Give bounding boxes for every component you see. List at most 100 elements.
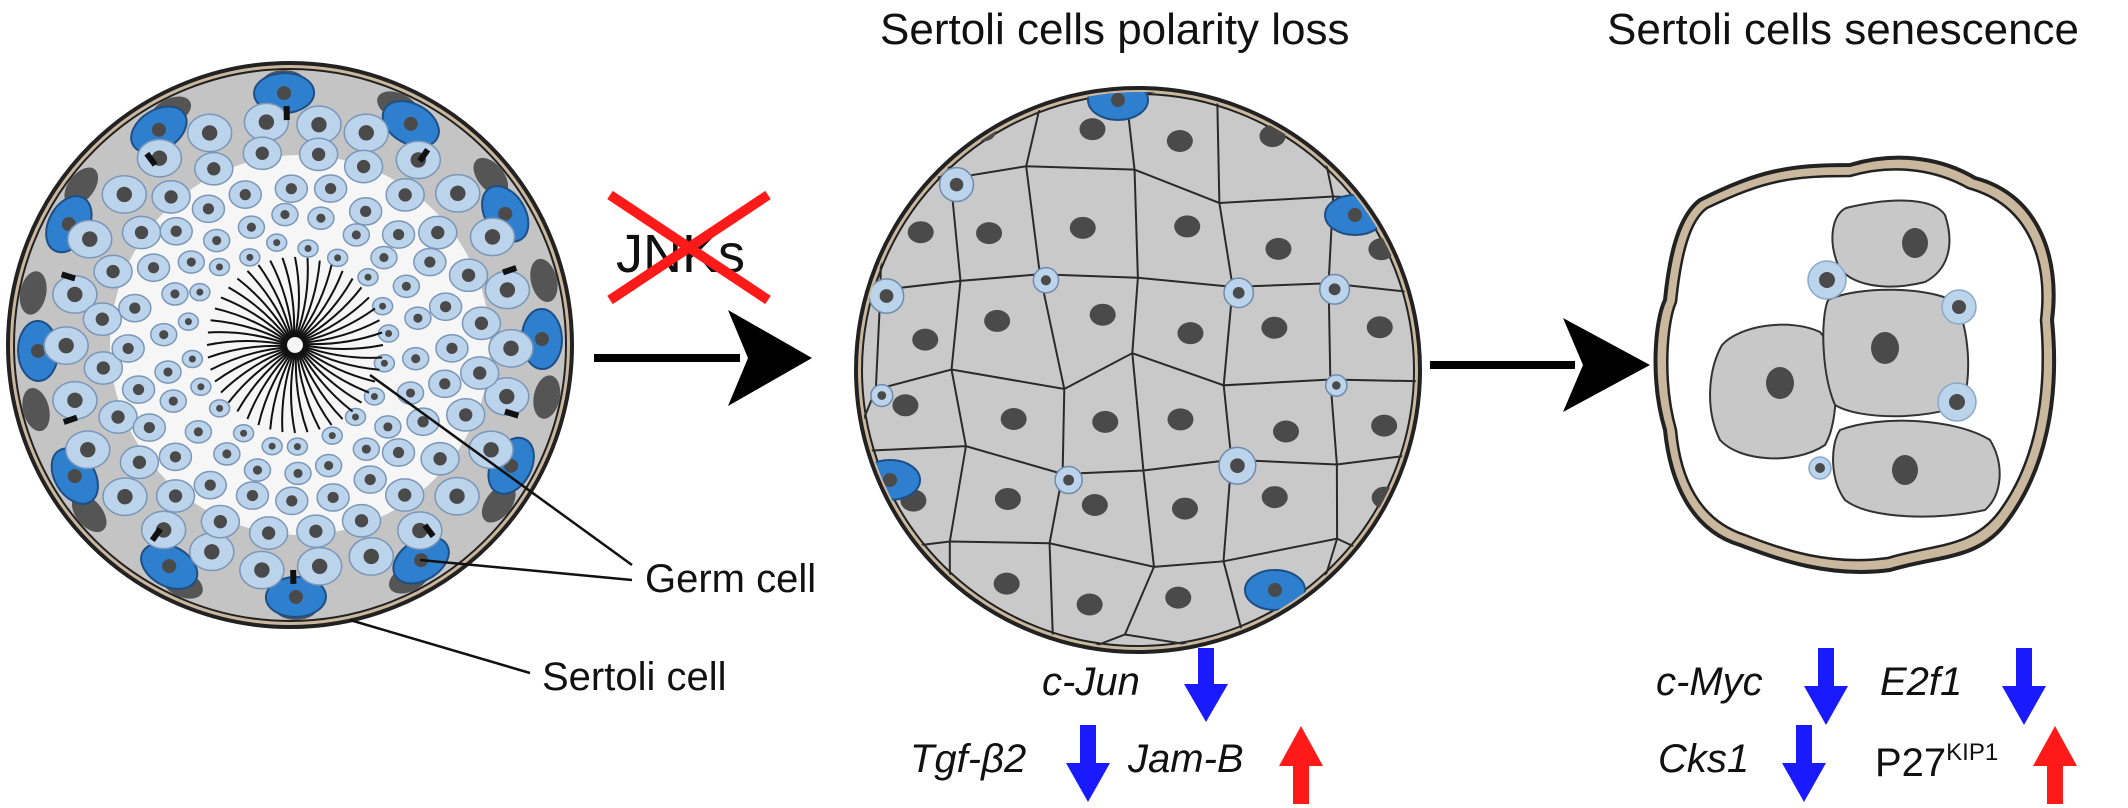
cell-boundary bbox=[1124, 97, 1155, 635]
germ-cell-nucleus bbox=[132, 383, 145, 396]
germ-cell-nucleus bbox=[213, 515, 228, 529]
germ-cell-nucleus bbox=[204, 544, 220, 560]
germ-cell-label: Germ cell bbox=[645, 557, 816, 601]
junction-ladder bbox=[149, 527, 163, 543]
germ-cell-nucleus bbox=[879, 289, 894, 303]
junction-ladder bbox=[144, 151, 158, 167]
basal-cell-nucleus bbox=[1348, 208, 1362, 222]
germ-cell-nucleus bbox=[67, 286, 83, 303]
germ-cell-nucleus bbox=[379, 302, 387, 310]
sertoli-nucleus bbox=[886, 574, 913, 597]
sperm-tail bbox=[257, 264, 293, 338]
junction-ladder bbox=[417, 147, 431, 163]
sertoli-nucleus bbox=[1092, 410, 1119, 433]
germ-cell-nucleus bbox=[186, 257, 196, 267]
normal-tubule: Germ cell Sertoli cell bbox=[6, 61, 816, 699]
germ-cell-nucleus bbox=[380, 359, 388, 367]
germ-cell-nucleus bbox=[1332, 381, 1341, 390]
germ-cell-nucleus bbox=[304, 245, 312, 253]
sperm-tail bbox=[295, 257, 309, 338]
gene-e2f1: E2f1 bbox=[1880, 660, 1962, 704]
sperm-tail bbox=[302, 331, 383, 346]
sperm-tail bbox=[300, 286, 363, 341]
junction-ladder bbox=[502, 265, 518, 276]
c-myc-down-arrow bbox=[1804, 648, 1848, 725]
germ-cell-nucleus bbox=[379, 253, 389, 263]
gene-c-jun: c-Jun bbox=[1042, 660, 1140, 704]
germ-cell-nucleus bbox=[449, 488, 465, 504]
sperm-tail bbox=[281, 257, 296, 338]
germ-cell-nucleus bbox=[170, 289, 180, 299]
germ-cell-nucleus bbox=[134, 225, 149, 240]
germ-cell-pointer-1 bbox=[369, 373, 633, 567]
germ-cell-nucleus bbox=[503, 340, 519, 357]
germ-cell-nucleus bbox=[202, 203, 215, 215]
jam-b-up-arrow bbox=[1279, 726, 1323, 804]
sertoli-nucleus bbox=[1076, 593, 1103, 616]
germ-cell-nucleus bbox=[188, 355, 196, 363]
sperm-tail bbox=[294, 256, 300, 338]
jnk-knockout: JNKs bbox=[607, 190, 771, 305]
senescence-title: Sertoli cells senescence bbox=[1607, 5, 2079, 54]
germ-cell-nucleus bbox=[392, 446, 405, 459]
germ-cell-nucleus bbox=[147, 262, 160, 274]
residual-germ-cells-right bbox=[1807, 260, 1977, 480]
germ-cell-nucleus bbox=[1232, 286, 1245, 299]
sertoli-nucleus bbox=[1171, 497, 1198, 520]
sertoli-nucleus bbox=[984, 309, 1011, 332]
sperm-tail bbox=[297, 352, 333, 426]
sertoli-nucleus bbox=[1361, 577, 1388, 600]
sperm-tail bbox=[246, 351, 292, 420]
germ-cell-nucleus bbox=[129, 302, 141, 314]
germ-cell-nucleus bbox=[80, 441, 96, 458]
sperm-tail bbox=[228, 286, 290, 341]
sperm-tail bbox=[298, 270, 344, 339]
germ-cell-nucleus bbox=[1230, 458, 1245, 474]
germ-cell-nucleus bbox=[122, 342, 134, 355]
germ-cell-nucleus bbox=[356, 159, 371, 174]
sertoli-nucleus bbox=[1081, 493, 1108, 516]
germ-cell-nucleus bbox=[324, 461, 334, 471]
germ-cell-nucleus bbox=[215, 263, 223, 271]
sertoli-nucleus bbox=[1261, 316, 1288, 339]
polarity-loss-title: Sertoli cells polarity loss bbox=[880, 5, 1350, 54]
sperm-tail bbox=[210, 346, 288, 371]
cks1-down-arrow bbox=[1782, 725, 1826, 802]
senescent-sertoli-cells bbox=[1709, 199, 2001, 518]
germ-cell-nucleus bbox=[222, 449, 232, 459]
germ-cell-nucleus bbox=[413, 313, 423, 323]
germ-cell-nucleus bbox=[433, 452, 447, 466]
sperm-tail bbox=[302, 319, 380, 344]
germ-cell-nucleus bbox=[352, 413, 360, 421]
germ-cell-nucleus bbox=[411, 354, 421, 364]
germ-cell-nucleus bbox=[327, 491, 339, 504]
germ-cell-nucleus bbox=[212, 235, 222, 246]
sertoli-nucleus bbox=[1165, 586, 1192, 609]
germ-cell-nucleus bbox=[184, 318, 192, 326]
germ-cell-nucleus bbox=[440, 301, 452, 313]
sperm-tail bbox=[246, 270, 292, 339]
germ-cell-nucleus bbox=[316, 213, 326, 223]
sertoli-cell-label: Sertoli cell bbox=[542, 655, 727, 699]
germ-cell-nucleus bbox=[163, 367, 173, 377]
germ-cell-nucleus bbox=[293, 468, 303, 478]
germ-cell-nucleus bbox=[364, 273, 372, 281]
senescence-gene-changes: c-Myc E2f1 Cks1 P27KIP1 bbox=[1656, 648, 2077, 804]
sertoli-nucleus bbox=[904, 133, 931, 156]
germ-cell-nucleus bbox=[364, 473, 376, 486]
germ-cell-nucleus bbox=[311, 558, 328, 574]
sertoli-nucleus bbox=[1166, 130, 1193, 153]
sertoli-nucleus bbox=[1265, 237, 1292, 260]
sperm-tail bbox=[299, 350, 354, 413]
germ-cell-nucleus bbox=[254, 562, 270, 578]
basal-cell-nucleus bbox=[288, 589, 303, 604]
germ-cell-nucleus bbox=[474, 316, 489, 330]
germ-cell-nucleus bbox=[143, 421, 155, 434]
germ-cell-nucleus bbox=[169, 451, 182, 463]
germ-cell-nucleus bbox=[1216, 77, 1229, 90]
germ-cell-nucleus bbox=[392, 228, 405, 241]
germ-cell-nucleus bbox=[325, 182, 337, 195]
sertoli-nucleus bbox=[892, 394, 919, 417]
germ-cell-nucleus bbox=[252, 465, 263, 475]
sperm-tail bbox=[227, 349, 290, 404]
